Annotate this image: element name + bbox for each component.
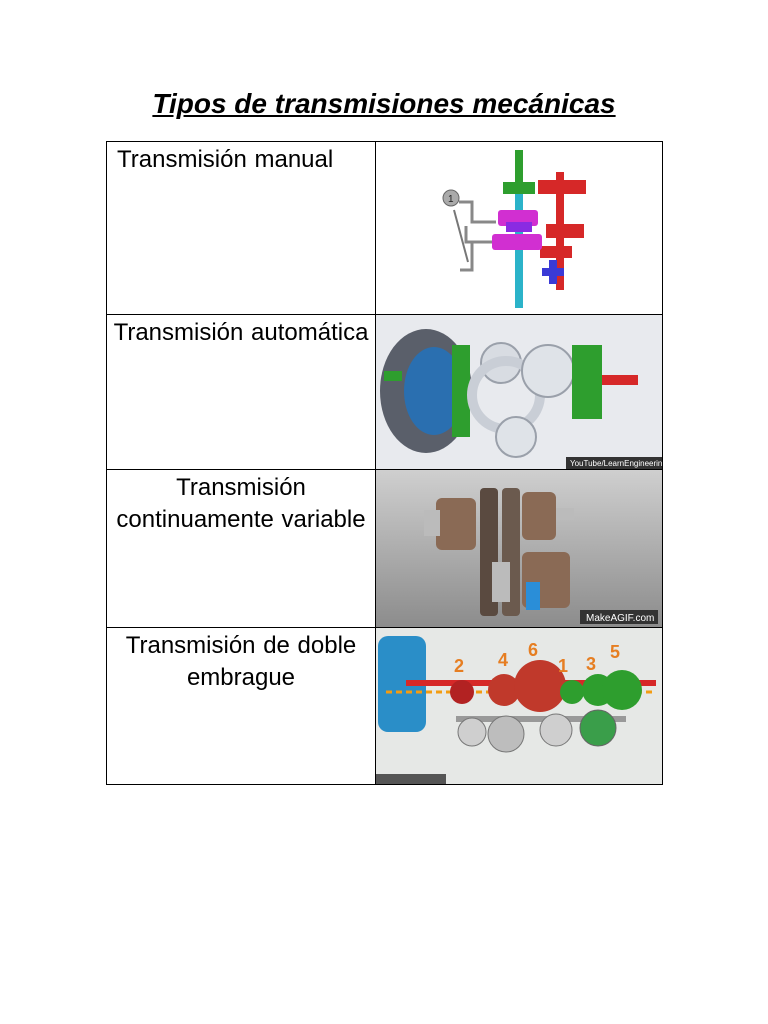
gear-number: 6	[528, 640, 538, 660]
automatic-transmission-render: YouTube/LearnEngineering	[376, 315, 662, 469]
image-cell: 1	[375, 141, 663, 315]
row-label-manual: Transmisión manual	[117, 146, 334, 173]
transmission-types-table: Transmisión manual	[106, 141, 663, 785]
row-label-dual-clutch: Transmisión de doble embrague	[125, 632, 357, 691]
cvt-pulleys-render: MakeAGIF.com	[376, 470, 662, 627]
gear-number: 1	[558, 656, 568, 676]
label-cell: Transmisión continuamente variable	[106, 469, 376, 628]
label-cell: Transmisión manual	[106, 141, 376, 315]
table-row: Transmisión continuamente variable	[106, 469, 663, 628]
svg-text:1: 1	[448, 194, 454, 205]
gear-number: 5	[610, 642, 620, 662]
row-label-automatic: Transmisión automática	[113, 319, 369, 346]
label-cell: Transmisión automática	[106, 314, 376, 470]
gear-number: 3	[586, 654, 596, 674]
row-label-cvt: Transmisión continuamente variable	[116, 474, 366, 533]
dual-clutch-render: 2 4 6 1 3 5	[376, 628, 662, 784]
gear-number: 2	[454, 656, 464, 676]
page-title: Tipos de transmisiones mecánicas	[152, 88, 616, 119]
table-row: Transmisión de doble embrague 2	[106, 627, 663, 785]
watermark-text: MakeAGIF.com	[586, 613, 654, 624]
label-cell: Transmisión de doble embrague	[106, 627, 376, 785]
image-cell: MakeAGIF.com	[375, 469, 663, 628]
image-cell: YouTube/LearnEngineering	[375, 314, 663, 470]
gear-number: 4	[498, 650, 508, 670]
watermark-text: YouTube/LearnEngineering	[570, 459, 662, 468]
manual-gearbox-diagram: 1	[436, 142, 596, 314]
image-cell: 2 4 6 1 3 5	[375, 627, 663, 785]
table-row: Transmisión automática YouTube/LearnEngi…	[106, 314, 663, 470]
table-row: Transmisión manual	[106, 141, 663, 315]
